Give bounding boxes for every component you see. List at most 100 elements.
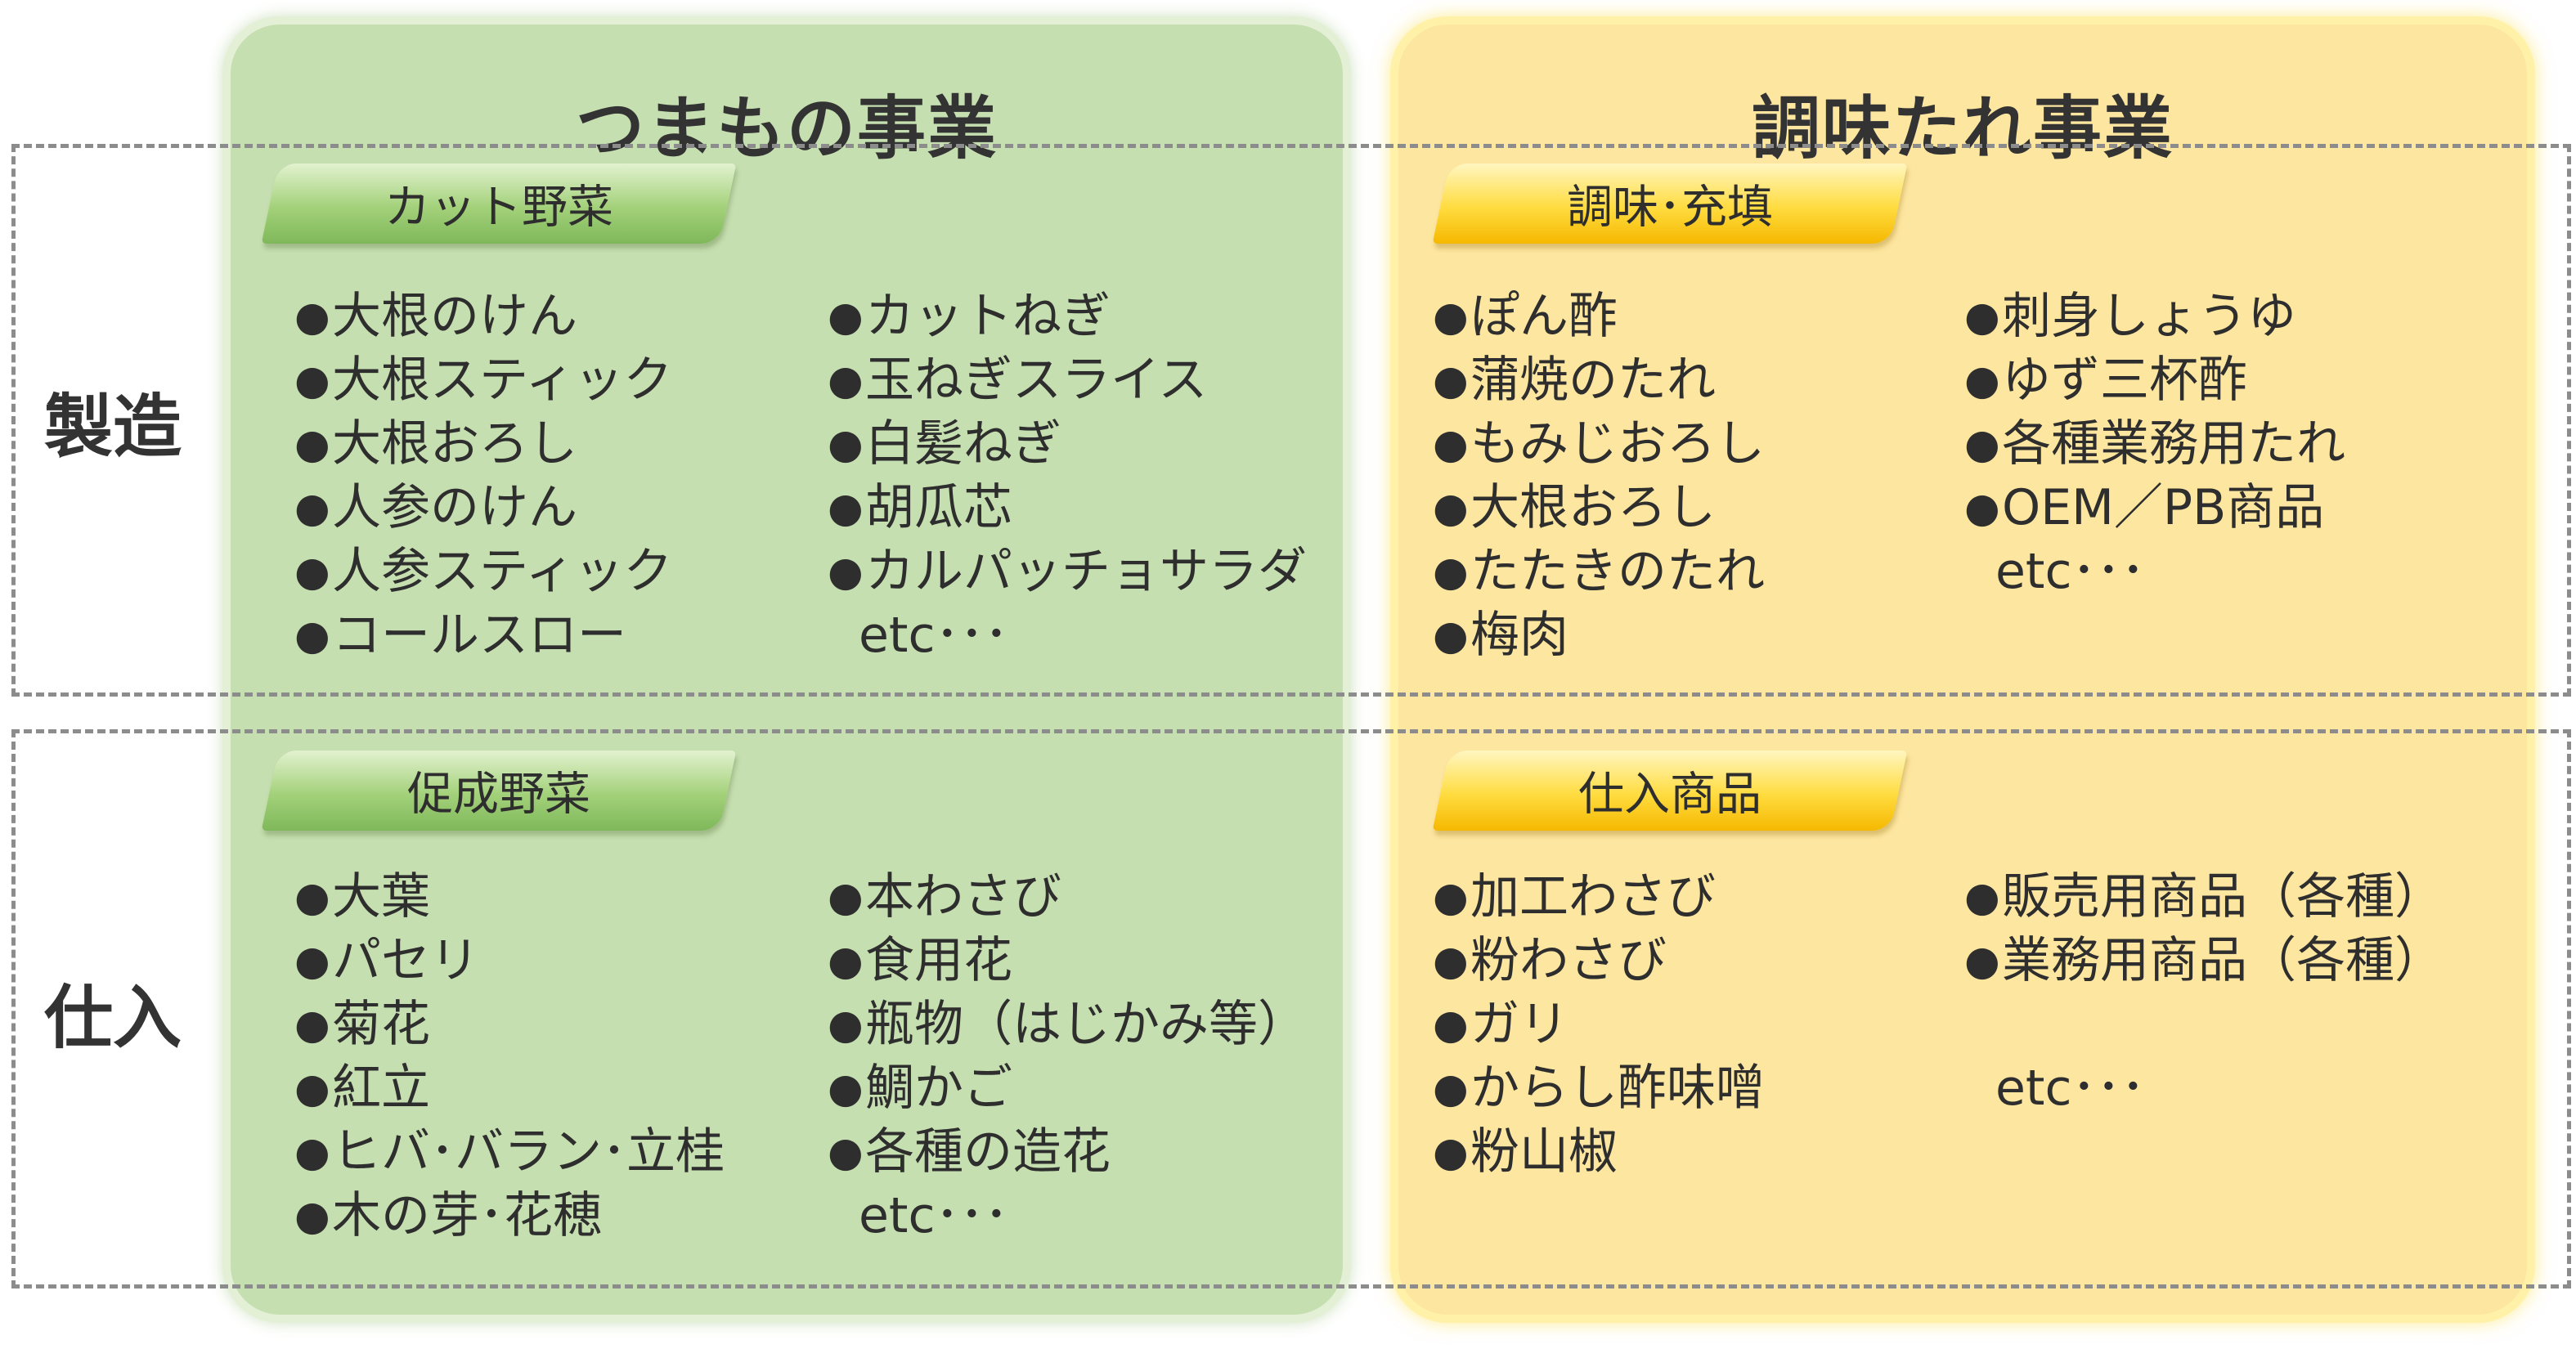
category-tab-label: 促成野菜 [407,768,590,822]
list-item: ●大根スティック [294,348,672,412]
list-item-label: 木の芽･花穂 [332,1187,602,1244]
list-item: ●カルパッチョサラダ [828,540,1307,603]
list-item-label: 各種の造花 [865,1123,1111,1181]
list-item: ●大葉 [294,865,725,929]
list-item-label: 紅立 [332,1060,430,1117]
list-item-label: 加工わさび [1470,868,1716,925]
forced-vegetables-list-col1: ●大葉 ●パセリ ●菊花 ●紅立 ●ヒバ･バラン･立桂 ●木の芽･花穂 [294,865,725,1248]
list-item: ●白髪ねぎ [828,412,1307,476]
forced-vegetables-category-tab: 促成野菜 [261,751,737,831]
list-item-label: 本わさび [865,868,1061,925]
bullet-icon: ● [1433,1001,1469,1048]
list-item-label: 販売用商品（各種） [2002,868,2444,925]
bullet-icon: ● [1433,873,1469,921]
bullet-icon: ● [828,356,864,404]
etc-note: etc･･･ [1995,543,2146,600]
list-item-label: 大根のけん [332,288,577,345]
list-item: ●粉山椒 [1433,1120,1765,1184]
list-item: ●OEM／PB商品 [1964,476,2345,540]
cut-vegetables-list-col1: ●大根のけん ●大根スティック ●大根おろし ●人参のけん ●人参スティック ●… [294,285,672,667]
list-item: ●蒲焼のたれ [1433,348,1765,412]
list-item: ●パセリ [294,929,725,993]
bullet-icon: ● [1433,356,1469,404]
list-item: ●玉ねぎスライス [828,348,1307,412]
cut-vegetables-category-tab: カット野菜 [261,164,737,244]
list-item-label: 粉山椒 [1470,1123,1618,1181]
list-item-label: カットねぎ [865,288,1111,345]
bullet-icon: ● [828,937,864,984]
list-item-label: 粉わさび [1470,932,1667,989]
list-item-label: 大根おろし [332,415,577,473]
category-tab-label: 仕入商品 [1578,768,1761,822]
bullet-icon: ● [294,1128,330,1176]
list-item: ●ヒバ･バラン･立桂 [294,1120,725,1184]
list-item-label: 玉ねぎスライス [865,352,1208,409]
list-item-label: 各種業務用たれ [2002,415,2345,473]
bullet-icon: ● [828,548,864,595]
list-item-label: 大根スティック [332,352,673,409]
list-item-label: 刺身しょうゆ [2002,288,2296,345]
list-item: ●胡瓜芯 [828,476,1307,540]
list-item: ●各種業務用たれ [1964,412,2345,476]
bullet-icon: ● [294,484,330,531]
tare-segment-title: 調味たれ事業 [1751,88,2174,168]
list-item: ●粉わさび [1433,929,1765,993]
list-item: ●各種の造花 [828,1120,1307,1184]
manufacturing-row-band [11,144,2571,697]
forced-vegetables-list-col2: ●本わさび ●食用花 ●瓶物（はじかみ等） ●鯛かご ●各種の造花 etc･･･ [828,865,1307,1248]
manufacturing-row-label: 製造 [44,387,182,467]
list-item-label: 大葉 [332,868,430,925]
list-item-label: たたきのたれ [1470,543,1765,600]
list-item-label: 蒲焼のたれ [1470,352,1716,409]
list-item: ●紅立 [294,1056,725,1120]
bullet-icon: ● [828,293,864,340]
list-item: ●ゆず三杯酢 [1964,348,2345,412]
purchased-goods-category-tab: 仕入商品 [1432,751,1908,831]
list-item-label: ぽん酢 [1470,288,1618,345]
bullet-icon: ● [294,1064,330,1112]
list-item: ●刺身しょうゆ [1964,285,2345,348]
list-item: ●たたきのたれ [1433,540,1765,603]
bullet-icon: ● [294,548,330,595]
list-item-label: もみじおろし [1470,415,1765,473]
category-tab-label: 調味･充填 [1567,181,1773,235]
category-tab-label: カット野菜 [384,181,613,235]
list-item: ●からし酢味噌 [1433,1056,1765,1120]
list-item: ●業務用商品（各種） [1964,929,2444,993]
bullet-icon: ● [294,1001,330,1048]
bullet-icon: ● [1964,420,2000,468]
list-item: ●人参スティック [294,540,672,603]
etc-note: etc･･･ [859,1187,1009,1244]
list-item: ●カットねぎ [828,285,1307,348]
list-item: ●大根おろし [294,412,672,476]
list-item-label: 鯛かご [865,1060,1012,1117]
list-item-label: ヒバ･バラン･立桂 [332,1123,725,1181]
bullet-icon: ● [1433,293,1469,340]
seasoning-filling-category-tab: 調味･充填 [1432,164,1908,244]
list-item-label: カルパッチョサラダ [865,543,1307,600]
bullet-icon: ● [1433,937,1469,984]
list-item: ●大根のけん [294,285,672,348]
bullet-icon: ● [294,1192,330,1239]
bullet-icon: ● [1964,293,2000,340]
list-spacer [1964,993,2444,1056]
bullet-icon: ● [1433,1128,1469,1176]
list-item: ●菊花 [294,993,725,1056]
list-item-label: 人参のけん [332,479,577,536]
list-item: ●木の芽･花穂 [294,1184,725,1248]
list-item: ●人参のけん [294,476,672,540]
bullet-icon: ● [828,420,864,468]
purchasing-row-label: 仕入 [44,978,182,1058]
bullet-icon: ● [1964,873,2000,921]
bullet-icon: ● [294,420,330,468]
bullet-icon: ● [294,873,330,921]
list-item-label: 瓶物（はじかみ等） [865,996,1307,1053]
list-item-label: パセリ [332,932,479,989]
list-item-label: からし酢味噌 [1470,1060,1765,1117]
bullet-icon: ● [828,1001,864,1048]
list-item: ●加工わさび [1433,865,1765,929]
list-item: ●ぽん酢 [1433,285,1765,348]
list-item: ●本わさび [828,865,1307,929]
bullet-icon: ● [1433,420,1469,468]
list-item-label: 梅肉 [1470,607,1568,664]
